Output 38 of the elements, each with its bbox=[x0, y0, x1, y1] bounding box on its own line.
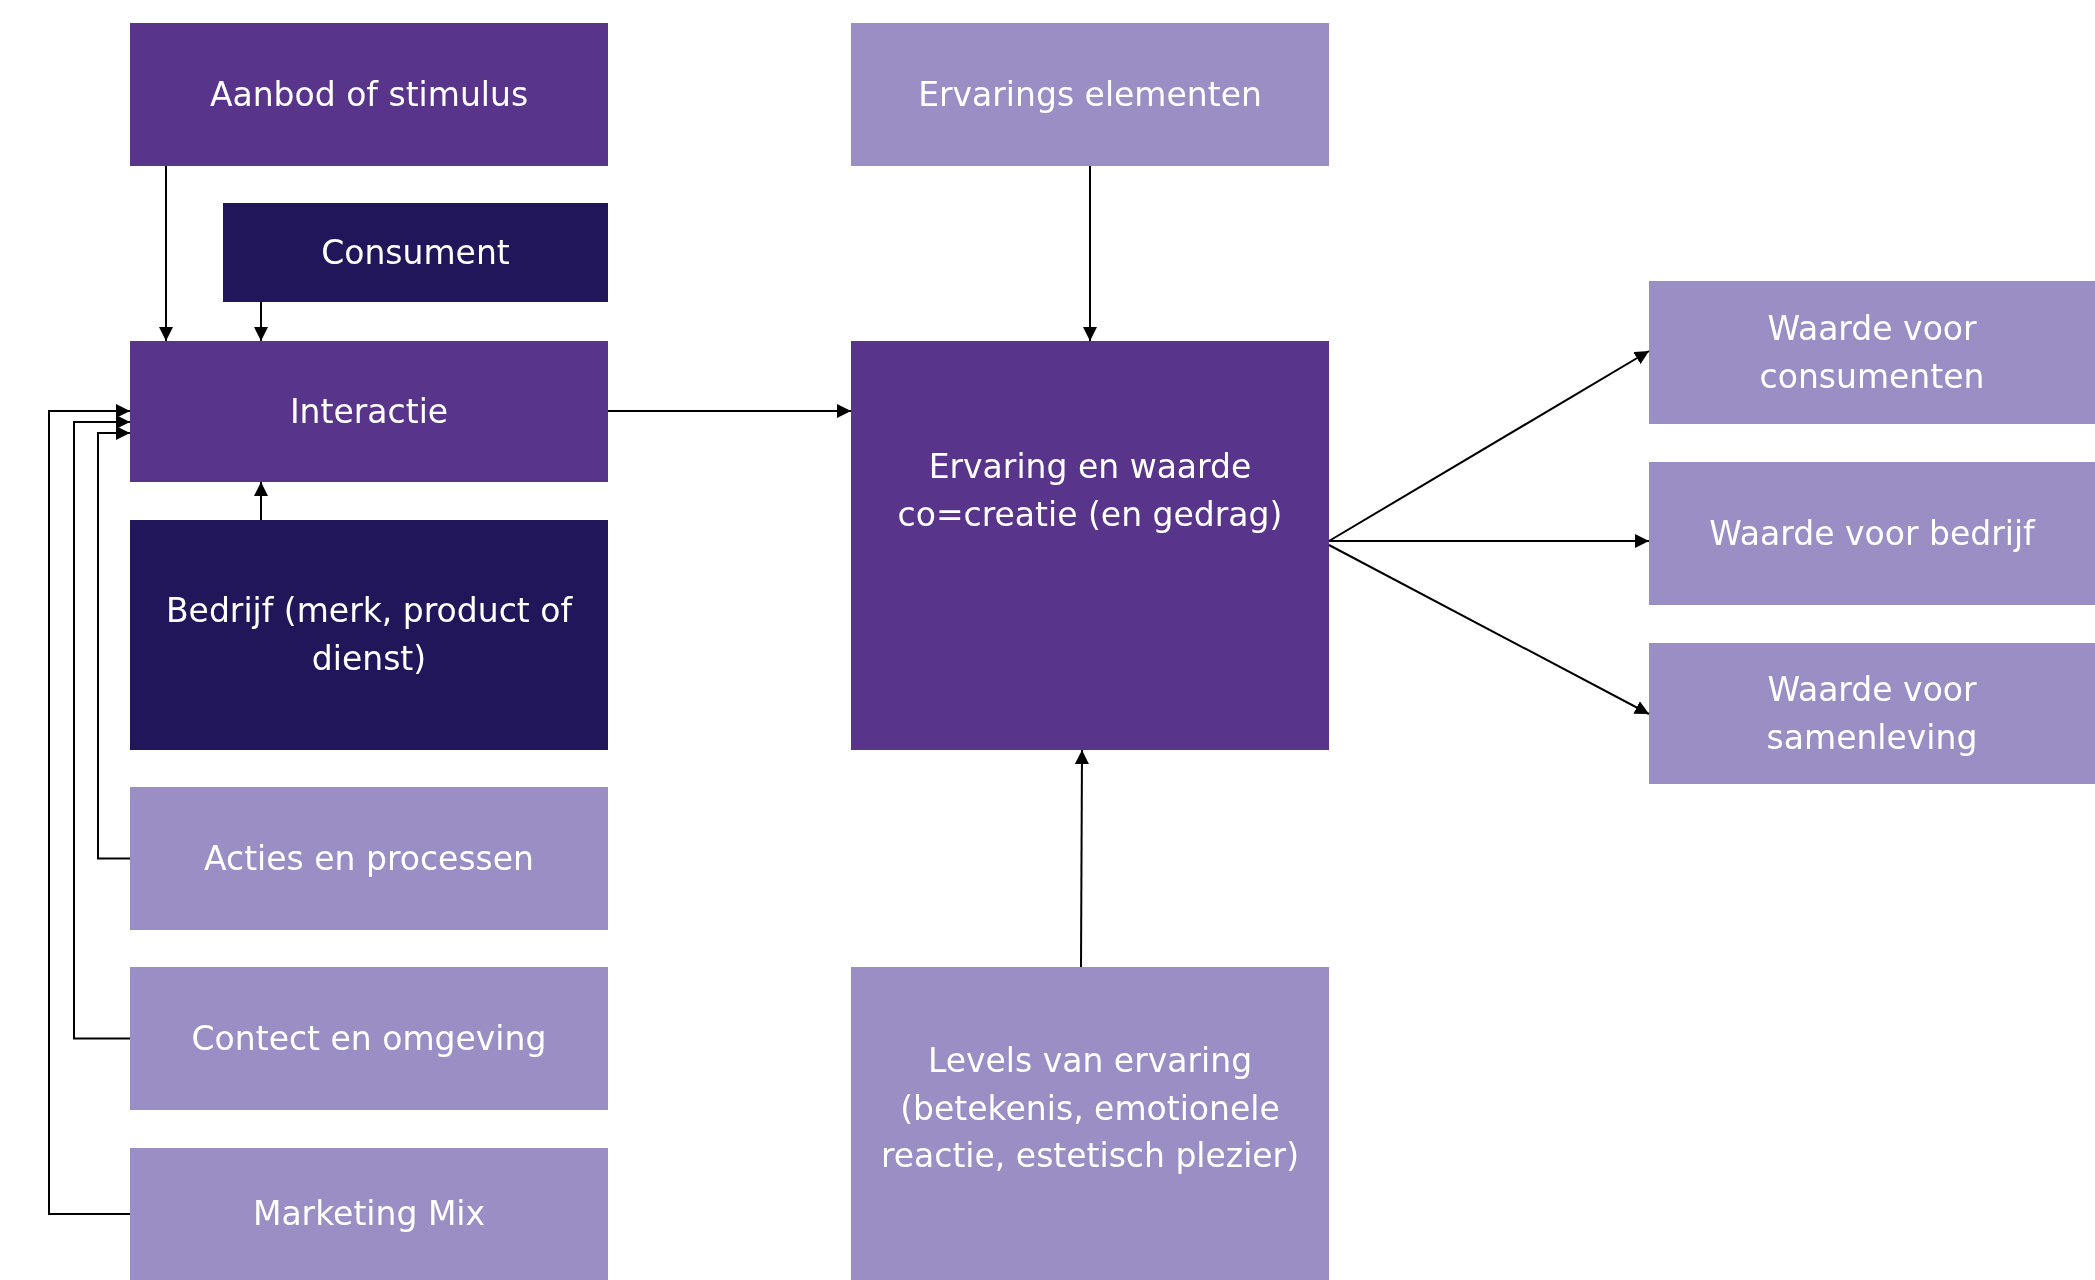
process-box bbox=[130, 1148, 608, 1280]
process-box bbox=[851, 967, 1329, 1280]
box-label: Bedrijf (merk, product of dienst) bbox=[164, 590, 574, 680]
arrow bbox=[254, 301, 268, 342]
arrow bbox=[1328, 544, 1650, 715]
box-label: Levels van ervaring (betekenis, emotionele reactie, estetisch plezier) bbox=[879, 1039, 1301, 1178]
arrow bbox=[607, 404, 852, 418]
box-label: Ervarings elementen bbox=[918, 73, 1262, 116]
process-box bbox=[851, 23, 1329, 166]
arrow bbox=[97, 426, 131, 860]
process-box bbox=[130, 341, 608, 482]
process-box bbox=[1649, 462, 2095, 605]
arrow bbox=[1074, 749, 1089, 968]
process-box bbox=[130, 787, 608, 930]
box-label: Aanbod of stimulus bbox=[209, 73, 529, 116]
arrow bbox=[48, 404, 131, 1215]
box-label: Consument bbox=[321, 231, 510, 274]
box-label: Waarde voor consumenten bbox=[1758, 307, 1986, 398]
process-box bbox=[223, 203, 608, 302]
arrow bbox=[254, 481, 268, 521]
arrow bbox=[159, 165, 173, 342]
process-box bbox=[1649, 643, 2095, 784]
box-label: Waarde voor samenleving bbox=[1765, 668, 1979, 759]
box-label: Ervaring en waarde co=creatie (en gedrag) bbox=[896, 445, 1284, 536]
arrow bbox=[1328, 350, 1650, 542]
box-label: Contect en omgeving bbox=[191, 1017, 547, 1060]
process-box bbox=[130, 967, 608, 1110]
box-label: Marketing Mix bbox=[252, 1193, 486, 1236]
arrow bbox=[1328, 534, 1650, 548]
process-box bbox=[1649, 281, 2095, 424]
arrow bbox=[1083, 165, 1097, 342]
box-label: Interactie bbox=[289, 390, 449, 433]
box-label: Waarde voor bedrijf bbox=[1709, 512, 2035, 555]
process-box bbox=[130, 23, 608, 166]
arrow bbox=[73, 415, 131, 1040]
box-label: Acties en processen bbox=[204, 837, 534, 880]
process-box bbox=[851, 341, 1329, 750]
process-box bbox=[130, 520, 608, 750]
